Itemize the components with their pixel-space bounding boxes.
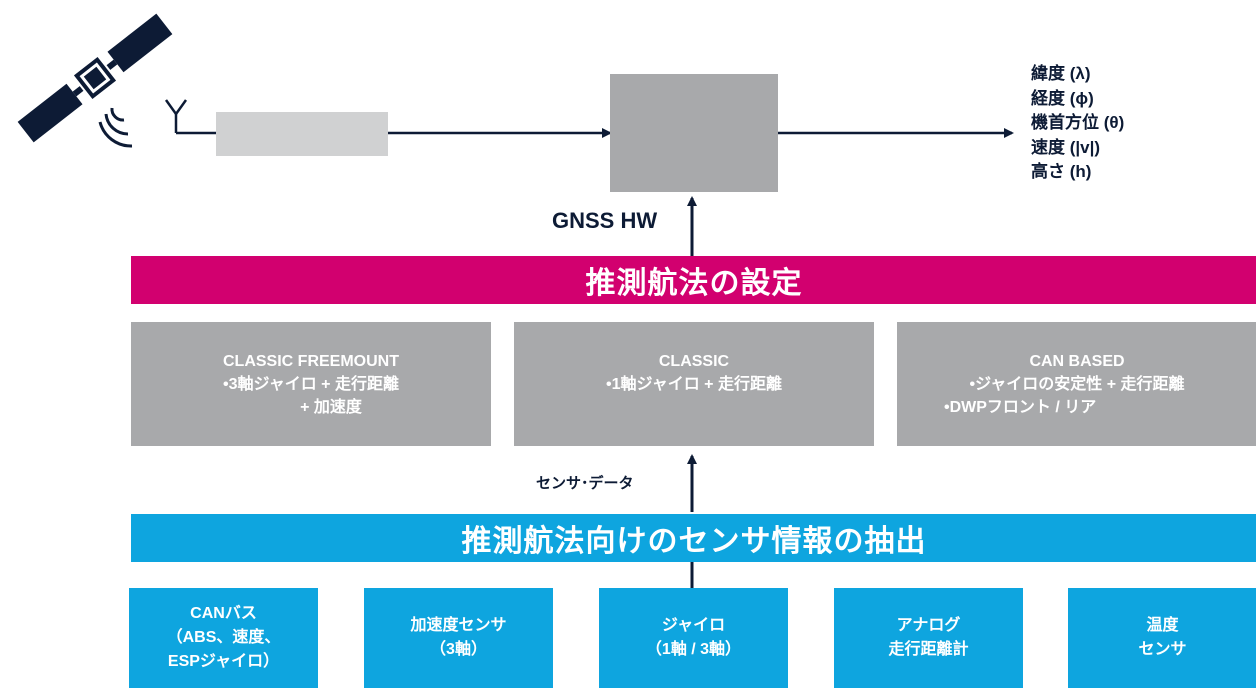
- sensor-gyro: ジャイロ （1軸 / 3軸）: [599, 588, 788, 688]
- sensor-line: 走行距離計: [888, 641, 969, 658]
- extraction-banner-label: 推測航法向けのセンサ情報の抽出: [461, 525, 927, 558]
- mode-line: •DWPフロント / リア: [944, 399, 1097, 416]
- config-banner: 推測航法の設定: [131, 256, 1256, 304]
- signal-waves-icon: [98, 107, 133, 148]
- rf-frontend-block: [216, 112, 388, 156]
- sensor-analog-odometer: アナログ 走行距離計: [834, 588, 1023, 688]
- mode-title: CLASSIC FREEMOUNT: [223, 353, 399, 370]
- mode-line: •3軸ジャイロ + 走行距離: [223, 376, 399, 393]
- sensor-accelerometer: 加速度センサ （3軸）: [364, 588, 553, 688]
- sensor-line: 温度: [1146, 617, 1179, 634]
- satellite-icon: [17, 13, 173, 143]
- extraction-banner: 推測航法向けのセンサ情報の抽出: [131, 514, 1256, 562]
- sensor-line: アナログ: [896, 617, 961, 634]
- sensor-line: （3軸）: [430, 641, 487, 658]
- mode-classic: CLASSIC •1軸ジャイロ + 走行距離: [514, 322, 874, 446]
- sensor-line: （1軸 / 3軸）: [645, 641, 742, 658]
- antenna-icon: [164, 99, 216, 135]
- output-height: 高さ (h): [1031, 162, 1092, 181]
- sensor-line: ESPジャイロ）: [167, 653, 280, 670]
- sensor-line: センサ: [1138, 641, 1187, 658]
- gnss-processor-block: [610, 74, 778, 192]
- mode-title: CAN BASED: [1029, 353, 1125, 370]
- mode-line: •1軸ジャイロ + 走行距離: [606, 376, 782, 393]
- mode-line: •ジャイロの安定性 + 走行距離: [969, 376, 1185, 393]
- output-longitude: 経度 (ϕ): [1031, 88, 1094, 108]
- sensor-line: （ABS、速度、: [166, 629, 281, 646]
- sensor-temperature: 温度 センサ: [1068, 588, 1256, 688]
- config-banner-label: 推測航法の設定: [585, 267, 803, 300]
- sensor-can-bus: CANバス （ABS、速度、 ESPジャイロ）: [129, 588, 318, 688]
- sensor-data-label: センサ･データ: [536, 475, 634, 492]
- mode-line: + 加速度: [300, 399, 362, 416]
- output-latitude: 緯度 (λ): [1031, 64, 1091, 83]
- mode-title: CLASSIC: [658, 353, 730, 370]
- sensor-line: CANバス: [190, 605, 257, 622]
- output-speed: 速度 (|v|): [1031, 137, 1101, 157]
- sensor-line: 加速度センサ: [410, 617, 507, 634]
- sensor-line: ジャイロ: [661, 617, 726, 634]
- output-heading: 機首方位 (θ): [1031, 113, 1125, 132]
- gnss-hw-label: GNSS HW: [552, 208, 658, 233]
- mode-can-based: CAN BASED •ジャイロの安定性 + 走行距離 •DWPフロント / リア: [897, 322, 1256, 446]
- position-outputs: 緯度 (λ) 経度 (ϕ) 機首方位 (θ) 速度 (|v|) 高さ (h): [1031, 62, 1124, 185]
- mode-classic-freemount: CLASSIC FREEMOUNT •3軸ジャイロ + 走行距離 + 加速度: [131, 322, 491, 446]
